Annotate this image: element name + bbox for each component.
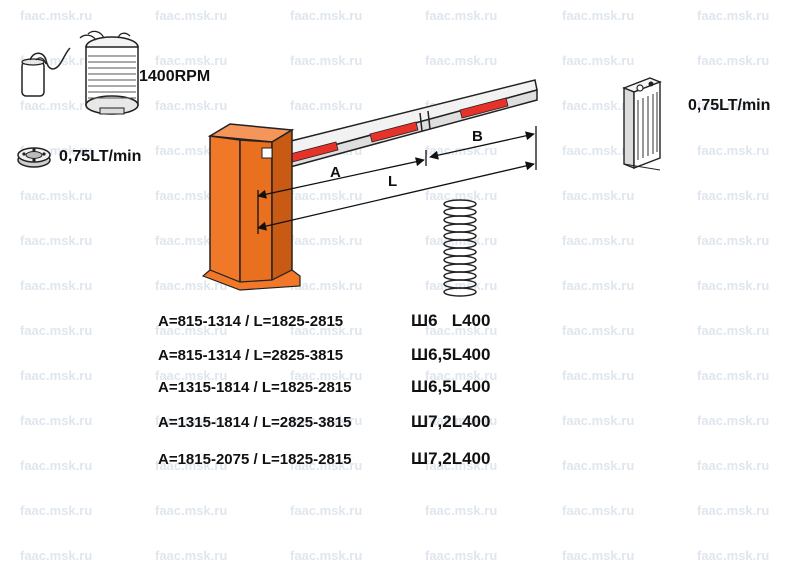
dimension-lines: [257, 126, 537, 234]
motor-rpm-label: 1400RPM: [139, 68, 211, 85]
spring-range: A=1815-2075 / L=1825-2815: [158, 451, 352, 468]
dimension-a-label: A: [330, 164, 341, 181]
spring-code: Ш6,5L400: [411, 345, 491, 364]
boom-reflector: [459, 97, 509, 119]
pump-icon: [17, 147, 51, 168]
spring-code: Ш7,2L400: [411, 412, 491, 431]
spring-range: A=1315-1814 / L=1825-2815: [158, 379, 352, 396]
spring-code: Ш7,2L400: [411, 449, 491, 468]
spring-icon: [443, 199, 477, 297]
spring-code: Ш6 L400: [411, 311, 491, 330]
capacitor-icon: [21, 47, 71, 97]
dimension-b-label: B: [472, 128, 483, 145]
boom-reflector: [369, 121, 419, 143]
hydraulic-tank-icon: [622, 77, 662, 171]
spring-code: Ш6,5L400: [411, 377, 491, 396]
barrier-cabinet: [201, 123, 301, 291]
pump-flow-label: 0,75LT/min: [59, 148, 142, 165]
barrier-boom: [254, 79, 538, 177]
tank-flow-label: 0,75LT/min: [688, 97, 771, 114]
motor-icon: [79, 30, 139, 115]
dimension-l-label: L: [388, 173, 398, 190]
spring-range: A=815-1314 / L=2825-3815: [158, 347, 344, 364]
spring-range: A=815-1314 / L=1825-2815: [158, 313, 344, 330]
spring-range: A=1315-1814 / L=2825-3815: [158, 414, 352, 431]
